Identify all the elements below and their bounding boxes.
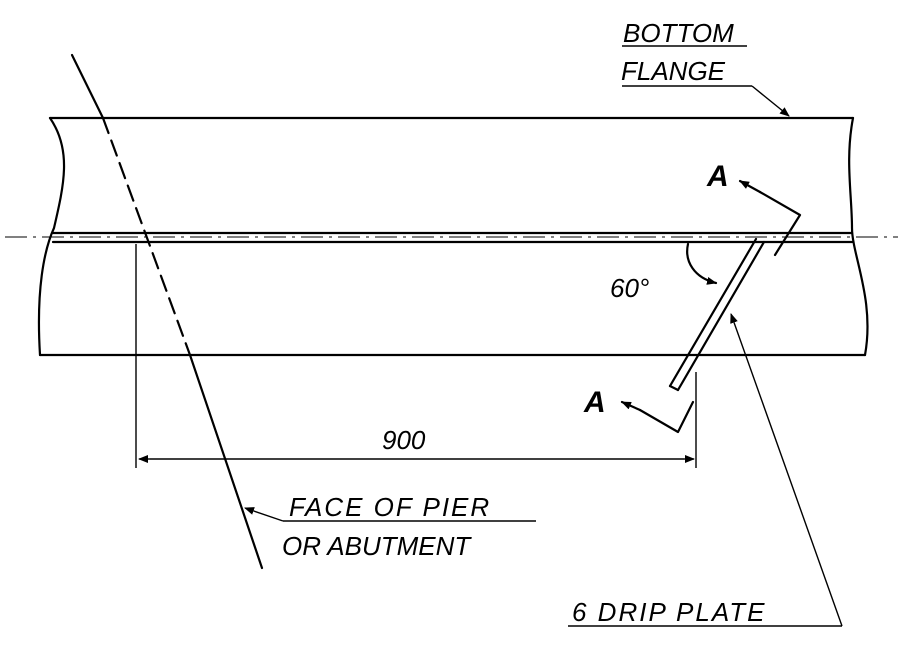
section-cut-top bbox=[738, 179, 802, 257]
face-of-pier-label-line1: FACE OF PIER bbox=[289, 492, 491, 522]
section-label-top: A bbox=[706, 160, 729, 193]
bottom-flange-leader bbox=[622, 45, 790, 117]
web-double-line bbox=[51, 231, 854, 244]
angle-arc bbox=[686, 242, 718, 285]
drip-plate-leader bbox=[568, 313, 843, 627]
bottom-flange-outline bbox=[37, 116, 869, 357]
face-of-pier-line bbox=[70, 53, 264, 570]
bottom-flange-label-line1: BOTTOM bbox=[623, 18, 734, 48]
angle-label: 60° bbox=[610, 273, 649, 303]
section-label-bottom: A bbox=[583, 386, 606, 419]
dimension-label: 900 bbox=[382, 425, 426, 455]
section-cut-bottom bbox=[620, 400, 695, 434]
face-of-pier-label-line2: OR ABUTMENT bbox=[282, 531, 472, 561]
dimension-900 bbox=[135, 244, 697, 468]
drip-plate-label: 6 DRIP PLATE bbox=[572, 597, 767, 627]
drip-plate bbox=[668, 237, 766, 392]
face-of-pier-leader bbox=[244, 507, 536, 522]
bottom-flange-label-line2: FLANGE bbox=[621, 56, 726, 86]
